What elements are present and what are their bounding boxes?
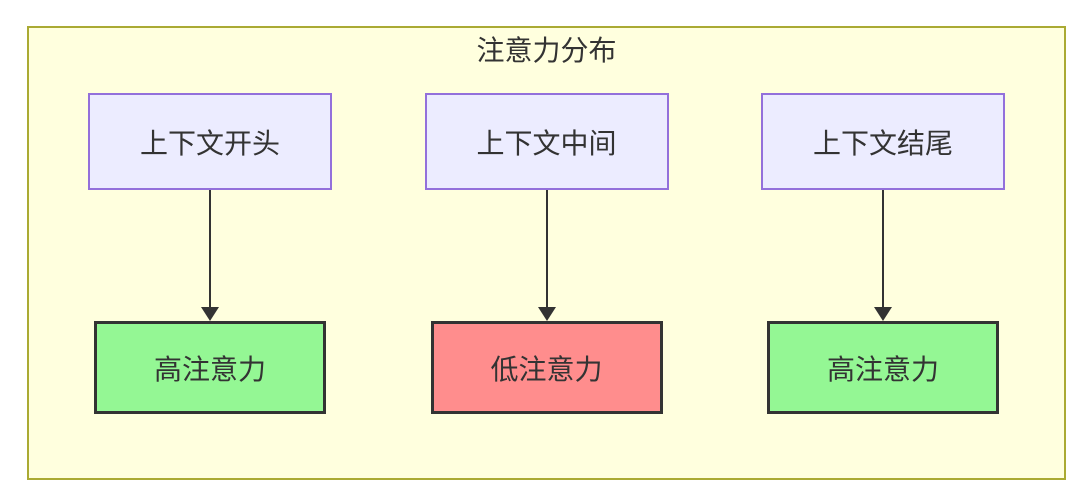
high-attention-label: 高注意力 xyxy=(826,353,939,385)
low-attention-node: 低注意力 xyxy=(430,321,663,414)
diagram-column-end: 上下文结尾 高注意力 xyxy=(761,93,1005,414)
low-attention-label: 低注意力 xyxy=(490,353,603,385)
high-attention-node: 高注意力 xyxy=(767,321,999,414)
context-middle-label: 上下文中间 xyxy=(476,127,617,159)
diagram-column-middle: 上下文中间 低注意力 xyxy=(424,93,669,414)
down-arrow xyxy=(537,190,556,321)
high-attention-label: 高注意力 xyxy=(153,353,266,385)
diagram-title: 注意力分布 xyxy=(476,35,617,66)
context-end-node: 上下文结尾 xyxy=(761,93,1005,190)
arrowhead-icon xyxy=(874,307,892,321)
arrowhead-icon xyxy=(201,307,219,321)
context-start-label: 上下文开头 xyxy=(139,127,280,159)
down-arrow xyxy=(874,190,892,321)
arrow-shaft xyxy=(209,190,211,307)
arrow-shaft xyxy=(882,190,884,307)
diagram-columns-row: 上下文开头 高注意力 上下文中间 低注意力 上下文结 xyxy=(29,93,1064,414)
arrowhead-icon xyxy=(537,307,556,321)
down-arrow xyxy=(201,190,219,321)
context-start-node: 上下文开头 xyxy=(88,93,332,190)
arrow-shaft xyxy=(545,190,548,307)
high-attention-node: 高注意力 xyxy=(94,321,326,414)
diagram-column-start: 上下文开头 高注意力 xyxy=(88,93,332,414)
attention-distribution-panel: 注意力分布 上下文开头 高注意力 上下文中间 低注意力 xyxy=(27,26,1066,480)
context-middle-node: 上下文中间 xyxy=(424,93,669,190)
context-end-label: 上下文结尾 xyxy=(812,127,953,159)
